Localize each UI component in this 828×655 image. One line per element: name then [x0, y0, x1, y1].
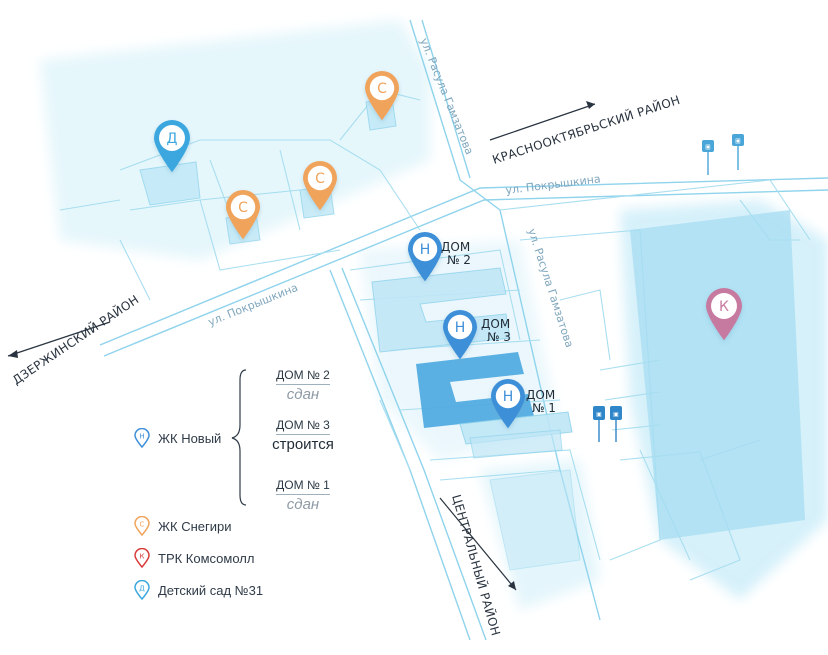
legend-item-mall: К ТРК Комсомолл — [134, 548, 254, 568]
district-dzerzhinsky: ДЗЕРЖИНСКИЙ РАЙОН — [7, 291, 142, 387]
house3-label-line2: № 3 — [487, 330, 511, 344]
district-label-dzerzhinsky: ДЗЕРЖИНСКИЙ РАЙОН — [9, 291, 141, 387]
map-pin-inner — [495, 383, 521, 409]
svg-text:▣: ▣ — [596, 411, 602, 418]
legend-label-kindergarten: Детский сад №31 — [158, 582, 264, 598]
map-pin-letter: Н — [420, 242, 431, 258]
svg-text:▣: ▣ — [613, 411, 619, 418]
status-house1: ДОМ № 1 сдан — [260, 476, 346, 513]
street-label-pokryshkina-top: ул. Покрышкина — [505, 172, 602, 197]
legend-label-mall: ТРК Комсомолл — [158, 550, 255, 566]
legend-label-snegiri: ЖК Снегири — [158, 518, 232, 534]
status-brace — [231, 369, 247, 506]
svg-text:С: С — [140, 521, 145, 529]
svg-text:К: К — [140, 553, 145, 561]
status-house3-name: ДОМ № 3 — [276, 418, 330, 435]
status-house3: ДОМ № 3 строится — [260, 416, 346, 453]
legend-label-novy: ЖК Новый — [158, 430, 222, 446]
svg-text:▣: ▣ — [735, 138, 741, 145]
map-pin-icon: К — [134, 548, 150, 568]
map-pin-inner — [369, 75, 395, 101]
bus-stop-icon: ▣ ▣ — [702, 134, 744, 175]
map-pin-novy-3[interactable]: Н — [443, 310, 477, 360]
map-pin-letter: Н — [503, 389, 514, 405]
bus-stop-icon: ▣ ▣ — [593, 406, 622, 442]
map-pin-kindergarten[interactable]: Д — [154, 120, 190, 173]
map-pin-novy-1[interactable]: Н — [491, 379, 525, 429]
legend-item-novy: Н ЖК Новый — [134, 428, 221, 448]
street-label-pokryshkina-bottom: ул. Покрышкина — [206, 281, 300, 329]
map-pin-letter: С — [315, 171, 325, 187]
house1-label-line2: № 1 — [532, 401, 556, 415]
district-label-krasnooktyabrsky: КРАСНООКТЯБРЬСКИЙ РАЙОН — [490, 92, 682, 167]
map-pin-inner — [412, 236, 438, 262]
map-pin-inner — [230, 194, 256, 220]
status-house2-state: сдан — [286, 386, 320, 403]
map-pin-icon: Н — [134, 428, 150, 448]
map-pin-novy-2[interactable]: Н — [408, 232, 442, 282]
map-pin-letter: С — [377, 81, 387, 97]
map-pin-icon: С — [134, 516, 150, 536]
status-house3-state: строится — [272, 436, 334, 453]
map-pin-mall[interactable]: К — [706, 288, 742, 341]
map-pin-snegiri-2[interactable]: С — [303, 161, 337, 211]
legend-item-kindergarten: Д Детский сад №31 — [134, 580, 263, 600]
map-pin-letter: С — [238, 200, 248, 216]
map-pin-snegiri-3[interactable]: С — [226, 190, 260, 240]
house2-label-line2: № 2 — [447, 253, 471, 267]
house2-label-line1: ДОМ — [441, 240, 470, 254]
map-pin-icon: Д — [134, 580, 150, 600]
status-house1-state: сдан — [286, 496, 320, 513]
status-house2-name: ДОМ № 2 — [276, 368, 330, 385]
map-pin-letter: Н — [455, 320, 466, 336]
svg-text:▣: ▣ — [705, 144, 711, 151]
status-house1-name: ДОМ № 1 — [276, 478, 330, 495]
map-pin-snegiri-1[interactable]: С — [365, 71, 399, 121]
map-pin-letter: Д — [167, 131, 178, 147]
map-pin-inner — [307, 165, 333, 191]
svg-text:Д: Д — [139, 585, 145, 593]
svg-text:Н: Н — [139, 433, 144, 441]
map-pin-letter: К — [719, 299, 729, 315]
map-pin-inner — [711, 293, 737, 319]
district-krasnooktyabrsky: КРАСНООКТЯБРЬСКИЙ РАЙОН — [489, 92, 682, 167]
house3-label-line1: ДОМ — [481, 317, 510, 331]
map-pin-inner — [447, 314, 473, 340]
house1-label-line1: ДОМ — [526, 388, 555, 402]
legend-item-snegiri: С ЖК Снегири — [134, 516, 231, 536]
map-pin-inner — [159, 125, 185, 151]
status-house2: ДОМ № 2 сдан — [260, 366, 346, 403]
